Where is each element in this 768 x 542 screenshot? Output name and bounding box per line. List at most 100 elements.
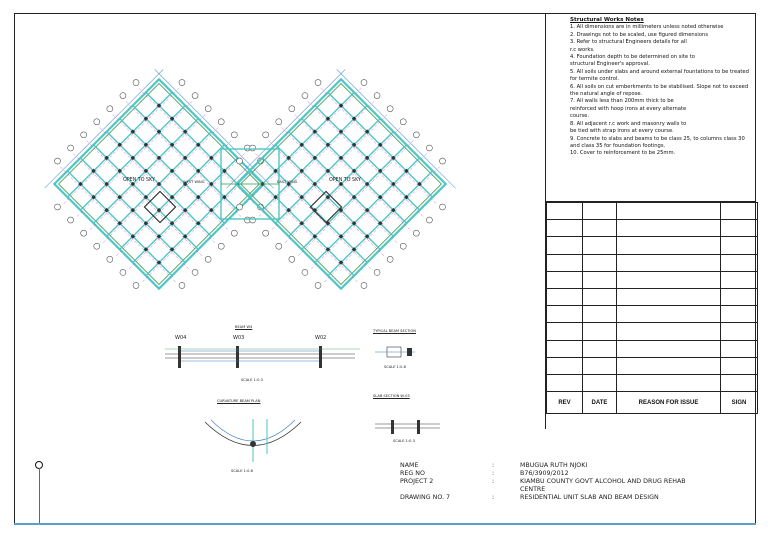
grid-bubble <box>262 229 269 237</box>
grid-bubble <box>413 131 420 139</box>
column-marker <box>299 220 305 226</box>
revision-row <box>546 339 758 358</box>
grid-bubble <box>54 203 61 211</box>
revision-cell <box>546 219 583 238</box>
grid-bubble <box>231 131 238 139</box>
revision-cell <box>582 287 617 307</box>
grid-line <box>115 140 232 257</box>
grid-line <box>73 153 190 270</box>
revision-cell <box>582 356 617 375</box>
typical-section-mark <box>407 348 412 356</box>
revision-cell <box>720 287 758 307</box>
revision-cell <box>616 305 721 324</box>
east-wing-label: EAST WING <box>277 180 298 184</box>
west-wing-plan <box>44 69 274 291</box>
note-line: 8. All adjacent r.c work and masonry wal… <box>570 120 687 127</box>
revision-cell <box>582 305 617 324</box>
revision-cell <box>616 339 721 358</box>
revision-row <box>546 270 758 289</box>
column-marker <box>312 234 318 239</box>
grid-bubble <box>314 79 322 86</box>
revision-row <box>546 201 758 221</box>
column-marker <box>312 129 318 134</box>
slab-support <box>391 420 394 434</box>
revision-cell <box>546 305 583 324</box>
revision-header-date: DATE <box>582 391 617 415</box>
revision-cell <box>720 270 758 289</box>
grid-bubble <box>301 269 309 276</box>
revision-cell <box>546 373 583 393</box>
revision-cell <box>582 339 617 358</box>
grid-bubble <box>439 203 446 211</box>
beam-column <box>319 346 322 368</box>
drawing-number-label: DRAWING NO. 7 <box>400 494 451 501</box>
revision-row <box>546 322 758 341</box>
column-marker <box>364 129 370 134</box>
revision-cell <box>616 287 721 307</box>
revision-cell <box>582 322 617 341</box>
grid-bubble <box>132 79 140 86</box>
revision-cell <box>720 219 758 238</box>
column-marker <box>195 168 201 174</box>
name-value: MBUGUA RUTH NJOKI <box>520 462 588 469</box>
grid-bubble <box>314 282 322 289</box>
grid-bubble <box>399 242 407 250</box>
grid-bubble <box>426 216 433 224</box>
column-marker <box>377 142 383 148</box>
dimension-line <box>336 69 456 189</box>
beam-scale-label: SCALE 1:0.3 <box>241 378 263 382</box>
grid-line <box>297 140 414 257</box>
beam-column <box>236 346 239 368</box>
grid-line <box>310 153 427 270</box>
note-line: 10. Cover to reinforcement to be 25mm. <box>570 150 676 157</box>
revision-cell <box>616 322 721 341</box>
grid-bubble <box>204 105 212 112</box>
revision-row <box>546 253 758 272</box>
grid-bubble <box>262 131 269 139</box>
note-line: 2. Drawings not to be scaled, use figure… <box>570 31 709 38</box>
column-marker <box>377 168 383 174</box>
grid-bubble <box>249 144 256 152</box>
grid-bubble <box>93 118 101 126</box>
grid-bubble <box>360 79 368 86</box>
grid-bubble <box>67 144 74 152</box>
revision-cell <box>720 322 758 341</box>
column-marker <box>312 207 318 213</box>
revision-cell <box>616 219 721 238</box>
beam-w02-label: W02 <box>315 335 327 341</box>
revision-cell <box>582 236 617 255</box>
grid-bubble <box>373 92 381 99</box>
column-marker <box>143 142 149 148</box>
beam-detail-title: BEAM W4 <box>235 325 253 329</box>
note-line: for termite control. <box>570 76 620 83</box>
grid-bubble <box>217 118 225 126</box>
note-line: 4. Foundation depth to be determined on … <box>570 54 695 61</box>
revision-cell <box>546 356 583 375</box>
separator: : <box>492 470 495 477</box>
slab-support <box>417 420 420 434</box>
revision-cell <box>616 356 721 375</box>
grid-bubble <box>119 269 127 276</box>
title-block: NAME:MBUGUA RUTH NJOKI REG NO:B76/3909/2… <box>400 462 720 502</box>
revision-cell <box>546 236 583 255</box>
note-line: course. <box>570 113 589 120</box>
structural-notes: Structural Works Notes 1. All dimensions… <box>545 14 756 202</box>
revision-cell <box>546 270 583 289</box>
grid-line <box>102 127 219 244</box>
separator: : <box>492 494 495 501</box>
revision-row <box>546 287 758 307</box>
drawing-title-value: RESIDENTIAL UNIT SLAB AND BEAM DESIGN <box>520 494 659 501</box>
grid-bubble <box>236 203 243 211</box>
beam-w04-label: W04 <box>175 335 187 341</box>
grid-line <box>268 140 385 257</box>
grid-line <box>60 166 177 283</box>
grid-bubble <box>106 256 114 263</box>
column-marker <box>91 168 96 174</box>
note-line: and class 35 for foundation footings. <box>570 142 666 149</box>
revision-cell <box>616 236 721 255</box>
grid-bubble <box>399 118 407 126</box>
grid-bubble <box>204 256 212 263</box>
grid-bubble <box>360 282 368 289</box>
grid-bubble <box>191 269 199 276</box>
revision-row <box>546 356 758 375</box>
